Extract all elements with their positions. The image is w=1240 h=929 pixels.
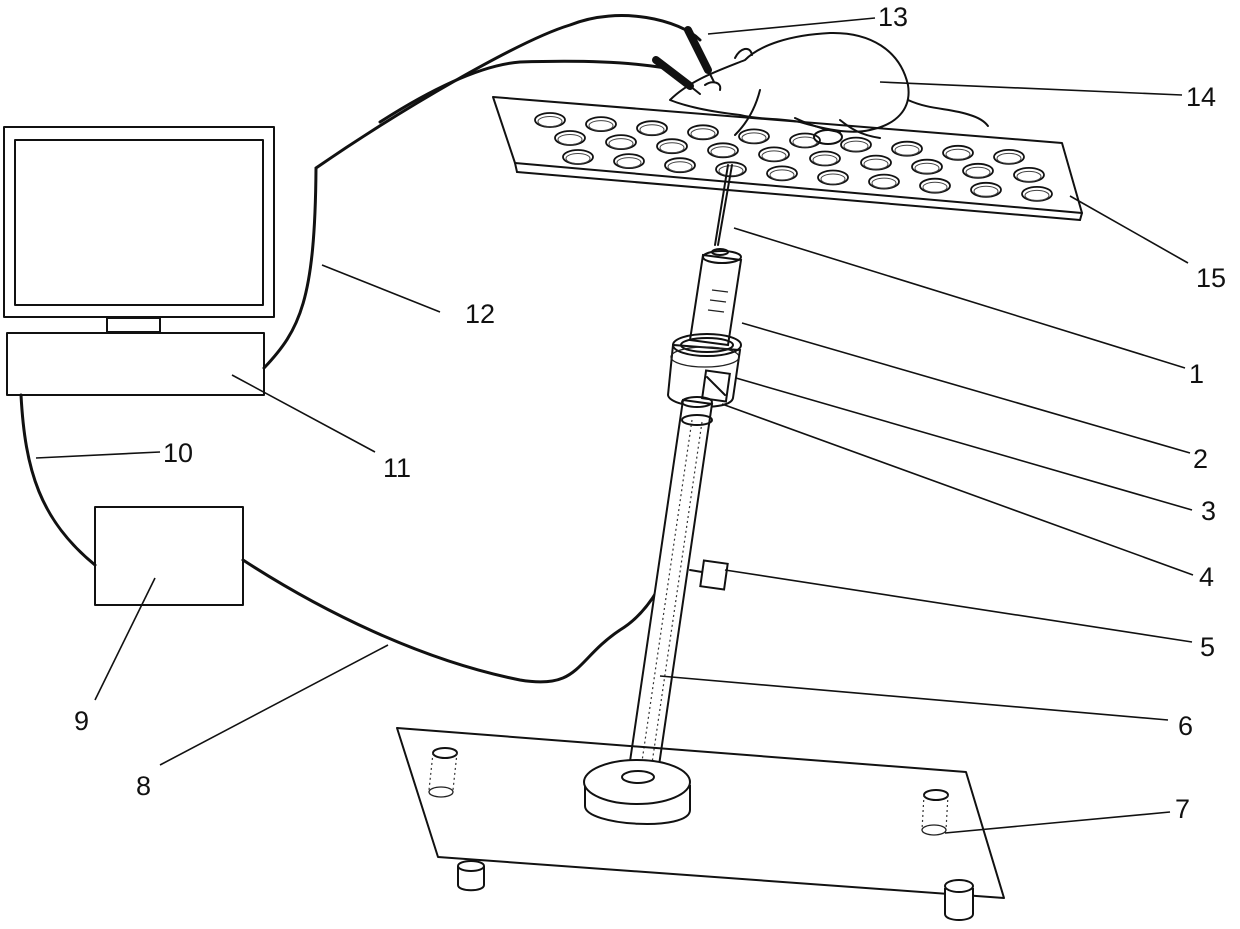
plate-hole-inner <box>640 125 664 135</box>
plate-hole-inner <box>566 154 590 164</box>
plate-hole-inner <box>668 162 692 172</box>
plate-hole <box>708 143 738 157</box>
plate-hole-inner <box>558 135 582 145</box>
plate-hole <box>994 150 1024 164</box>
plate-hole <box>606 135 636 149</box>
plate-hole-inner <box>589 121 613 131</box>
sensor <box>702 370 730 401</box>
plate-hole <box>665 158 695 172</box>
label-4: 4 <box>1199 562 1214 592</box>
label-14: 14 <box>1186 82 1216 112</box>
computer-host <box>7 333 264 395</box>
plate-hole <box>963 164 993 178</box>
label-1: 1 <box>1189 359 1204 389</box>
plate-hole <box>810 152 840 166</box>
plate-hole <box>971 183 1001 197</box>
plate-hole-inner <box>844 141 868 151</box>
plate-hole-inner <box>660 143 684 153</box>
plate-hole <box>688 125 718 139</box>
plate-hole-inner <box>974 186 998 196</box>
plate-hole-inner <box>770 170 794 180</box>
needle <box>715 165 732 245</box>
plate-hole-inner <box>872 178 896 188</box>
label-9: 9 <box>74 706 89 736</box>
plate-hole <box>841 138 871 152</box>
label-7: 7 <box>1175 794 1190 824</box>
plate-hole <box>767 166 797 180</box>
plate-hole <box>759 147 789 161</box>
base-disc <box>584 760 690 824</box>
plate-hole-inner <box>821 174 845 184</box>
plate-hole-inner <box>864 159 888 169</box>
label-5: 5 <box>1200 632 1215 662</box>
plate-hole-inner <box>538 117 562 127</box>
wire-10 <box>21 395 95 565</box>
wire-12b <box>380 61 665 122</box>
plate-hole <box>892 142 922 156</box>
label-15: 15 <box>1196 263 1226 293</box>
plate-hole <box>586 117 616 131</box>
mouse <box>670 33 988 144</box>
label-2: 2 <box>1193 444 1208 474</box>
plate-hole-inner <box>915 163 939 173</box>
plate-hole <box>637 121 667 135</box>
plate-hole-inner <box>895 145 919 155</box>
plate-hole-inner <box>609 139 633 149</box>
computer-monitor <box>4 127 274 332</box>
plate-hole-inner <box>691 129 715 139</box>
base-plate <box>397 728 1004 920</box>
label-12: 12 <box>465 299 495 329</box>
plate-hole <box>563 150 593 164</box>
syringe-barrel <box>690 249 741 345</box>
label-11: 11 <box>383 453 411 483</box>
plate-hole-inner <box>813 155 837 165</box>
plate-hole <box>869 175 899 189</box>
plate-hole <box>657 139 687 153</box>
adjust-knob <box>690 560 728 589</box>
plate-hole-inner <box>711 147 735 157</box>
wire-8 <box>243 420 705 682</box>
plate-hole-inner <box>923 182 947 192</box>
plate-hole-inner <box>617 158 641 168</box>
plate-hole <box>535 113 565 127</box>
plate-hole-inner <box>742 133 766 143</box>
label-6: 6 <box>1178 711 1193 741</box>
signal-processor-box <box>95 507 243 605</box>
plate-hole-inner <box>997 153 1021 163</box>
plate-hole-inner <box>762 151 786 161</box>
plate-hole <box>1014 168 1044 182</box>
plate-hole <box>861 156 891 170</box>
plate-hole <box>943 146 973 160</box>
plate-hole <box>739 129 769 143</box>
label-3: 3 <box>1201 496 1216 526</box>
label-8: 8 <box>136 771 151 801</box>
plate-hole-inner <box>966 167 990 177</box>
plate-hole <box>555 131 585 145</box>
plate-hole <box>920 179 950 193</box>
support-rod <box>628 397 712 779</box>
plate-hole <box>1022 187 1052 201</box>
plate-hole-inner <box>946 149 970 159</box>
label-13: 13 <box>878 2 908 32</box>
plate-hole <box>818 171 848 185</box>
plate-hole-inner <box>1025 190 1049 200</box>
plate-hole <box>614 154 644 168</box>
label-10: 10 <box>163 438 193 468</box>
plate-hole-inner <box>1017 171 1041 181</box>
plate-hole <box>912 160 942 174</box>
